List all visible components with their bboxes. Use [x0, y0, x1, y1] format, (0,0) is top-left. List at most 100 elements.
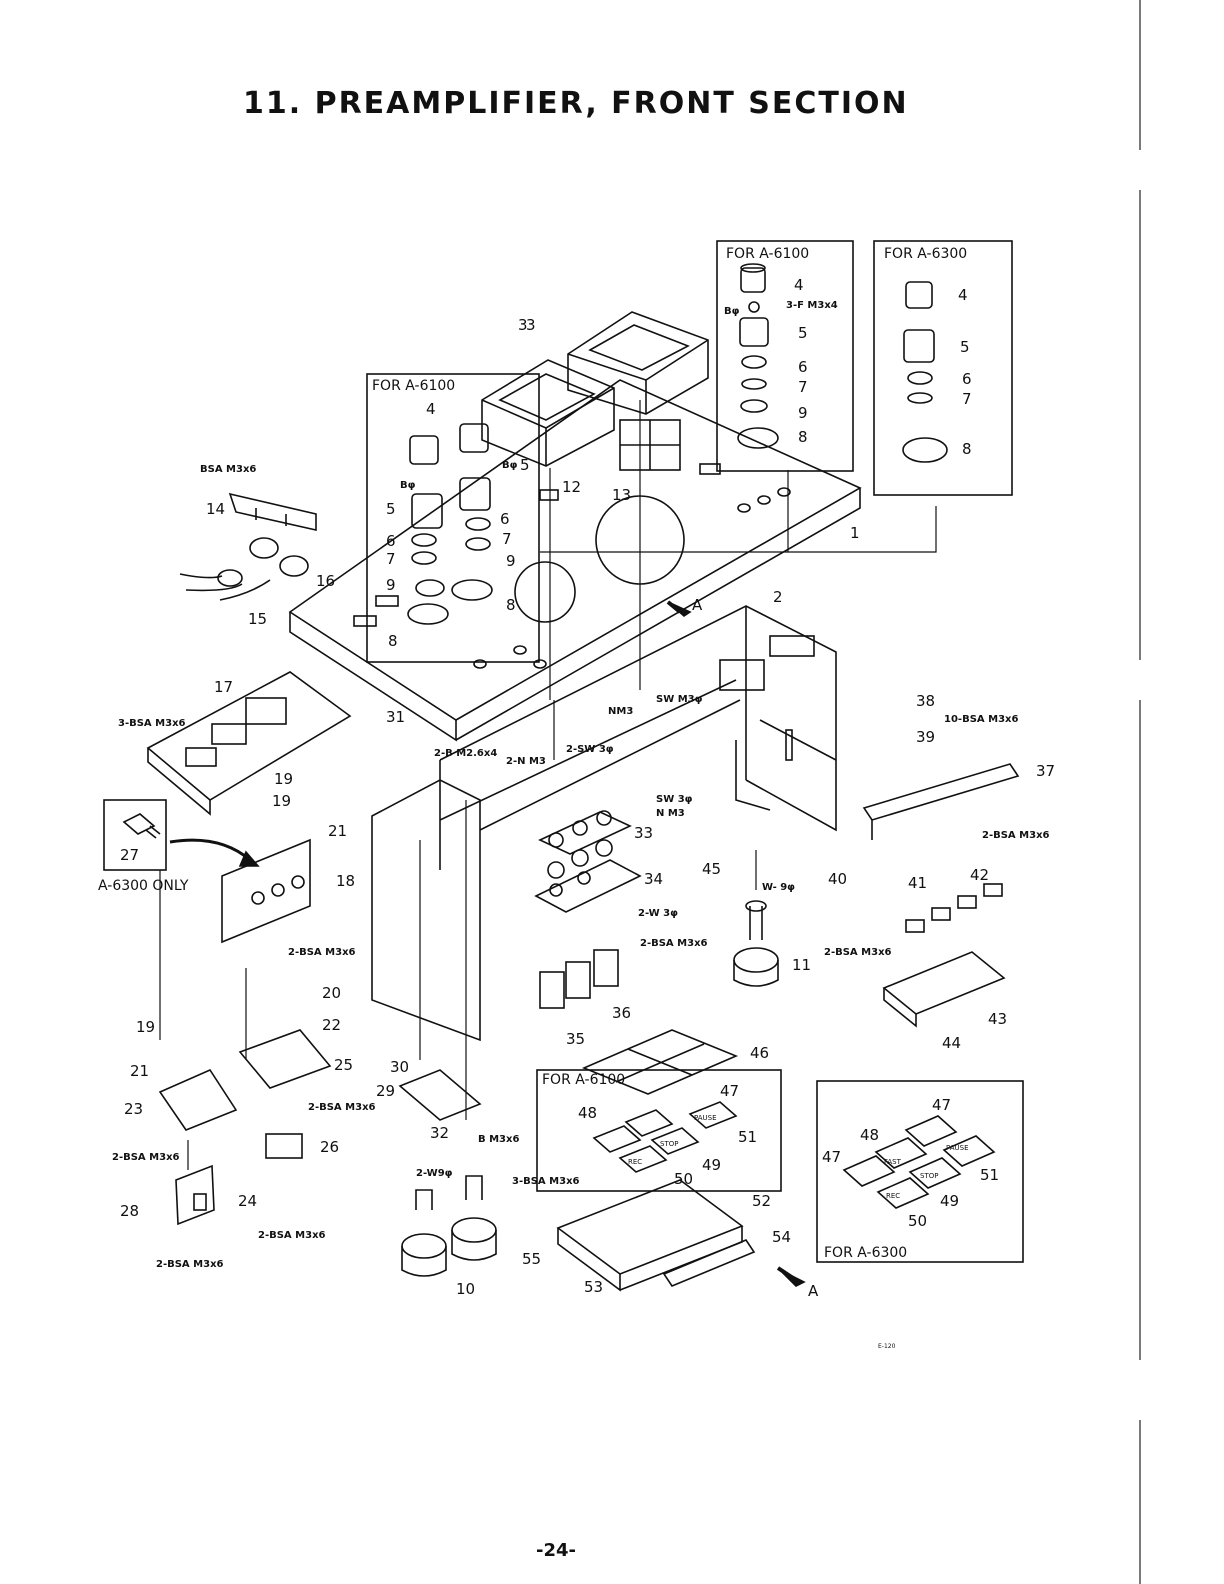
part-label: 28 [120, 1202, 139, 1220]
button-label-pause-6100: PAUSE [694, 1114, 717, 1122]
frame-46 [581, 1029, 739, 1095]
hardware-callouts: BSA M3x6 Bφ 3-F M3x4 Bφ Bφ 3-BSA M3x6 2-… [112, 300, 1050, 1270]
part-label: 7 [962, 390, 972, 408]
part-label: 39 [916, 728, 935, 746]
part-label: 12 [562, 478, 581, 496]
part-label: 30 [390, 1058, 409, 1076]
part-label: 6 [798, 358, 808, 376]
part-label: 35 [566, 1030, 585, 1048]
part-label: 3 [518, 316, 528, 334]
part-label: 6 [500, 510, 510, 528]
part-label: 40 [828, 870, 847, 888]
potentiometers-10 [401, 1175, 497, 1277]
part-label: A [692, 596, 703, 614]
hardware-label: W- 9φ [762, 882, 795, 893]
box-a6300-bottom [816, 1080, 1024, 1263]
part-label: 50 [674, 1170, 693, 1188]
hardware-label: 2-B M2.6x4 [434, 748, 497, 759]
part-label: 52 [752, 1192, 771, 1210]
part-label: 21 [328, 822, 347, 840]
hardware-label: 2-N M3 [506, 756, 546, 767]
part-label: 8 [388, 632, 398, 650]
switch-24 [175, 1164, 215, 1226]
switch-plate-33 [538, 810, 632, 855]
part-label: 2 [773, 588, 783, 606]
hardware-label: BSA M3x6 [200, 464, 256, 475]
button-label-pause: PAUSE [946, 1144, 969, 1152]
hardware-label: 2-BSA M3x6 [288, 947, 356, 958]
hardware-label: 2-SW 3φ [566, 744, 614, 755]
box-a6100-bottom [536, 1069, 782, 1192]
part-label: 19 [136, 1018, 155, 1036]
part-label: 8 [962, 440, 972, 458]
bracket-37 [862, 763, 1020, 840]
button-face-labels: FAST PAUSE STOP REC PAUSE STOP REC [628, 1114, 969, 1200]
buttons-a6300 [842, 1115, 996, 1209]
bracket-23 [158, 1068, 238, 1131]
hardware-label: 2-BSA M3x6 [112, 1152, 180, 1163]
part-label: 9 [798, 404, 808, 422]
part-label: 41 [908, 874, 927, 892]
part-label: 16 [316, 572, 335, 590]
part-label: 4 [426, 400, 436, 418]
hardware-label: 2-BSA M3x6 [156, 1259, 224, 1270]
part-label: 44 [942, 1034, 961, 1052]
knobs-a6100-left [407, 423, 493, 625]
box-a6300-top [873, 240, 1013, 496]
part-callouts: 1 2 3 4 5 6 7 8 9 10 11 12 13 14 15 16 1… [120, 276, 1055, 1300]
meter-right [567, 311, 709, 415]
part-label: 47 [822, 1148, 841, 1166]
page-title: 11. PREAMPLIFIER, FRONT SECTION [243, 86, 909, 121]
box-title-a6100-left: FOR A-6100 [372, 378, 455, 394]
part-label: 25 [334, 1056, 353, 1074]
box-title-a6300-top: FOR A-6300 [884, 246, 967, 262]
part-label: 43 [988, 1010, 1007, 1028]
arrow-27 [169, 838, 251, 862]
part-label: 21 [130, 1062, 149, 1080]
box-titles: FOR A-6100 FOR A-6300 FOR A-6100 FOR A-6… [98, 246, 967, 1261]
hardware-label: 2-BSA M3x6 [982, 830, 1050, 841]
part-label: 13 [612, 486, 631, 504]
top-plate [288, 379, 862, 742]
hardware-label: 3-F M3x4 [786, 300, 838, 311]
part-label: 1 [850, 524, 860, 542]
part-label: 11 [792, 956, 811, 974]
part-label: 3 [526, 316, 536, 334]
part-label: 49 [702, 1156, 721, 1174]
part-label: 19 [274, 770, 293, 788]
part-label: A [808, 1282, 819, 1300]
part-label: 47 [932, 1096, 951, 1114]
hardware-label: 2-BSA M3x6 [640, 938, 708, 949]
hardware-label: N M3 [656, 808, 685, 819]
part-label: 51 [980, 1166, 999, 1184]
part-label: 31 [386, 708, 405, 726]
part-label: 6 [386, 532, 396, 550]
bracket-25 [238, 1029, 332, 1089]
part-label: 47 [720, 1082, 739, 1100]
hardware-label: 2-BSA M3x6 [824, 947, 892, 958]
sub-panel-17 [146, 671, 352, 816]
part-label: 6 [962, 370, 972, 388]
part-label: 33 [634, 824, 653, 842]
hardware-label: SW M3φ [656, 694, 703, 705]
part-label: 8 [506, 596, 516, 614]
switch-panel-52 [556, 1179, 744, 1292]
switch-bank-43 [882, 883, 1006, 1028]
part-label: 53 [584, 1278, 603, 1296]
part-label: 45 [702, 860, 721, 878]
part-label: 7 [386, 550, 396, 568]
page-number: -24- [536, 1540, 576, 1561]
board-18 [221, 838, 311, 944]
part-label: 29 [376, 1082, 395, 1100]
part-label: 27 [120, 846, 139, 864]
hardware-label: 2-BSA M3x6 [308, 1102, 376, 1113]
button-label-rec-6100: REC [628, 1158, 642, 1166]
part-label: 22 [322, 1016, 341, 1034]
box-a6100-left [366, 373, 540, 663]
box-title-a6100-bottom: FOR A-6100 [542, 1072, 625, 1088]
hardware-label: 2-W9φ [416, 1168, 453, 1179]
part-label: 5 [520, 456, 530, 474]
part-label: 48 [860, 1126, 879, 1144]
button-label-stop: STOP [920, 1172, 938, 1180]
